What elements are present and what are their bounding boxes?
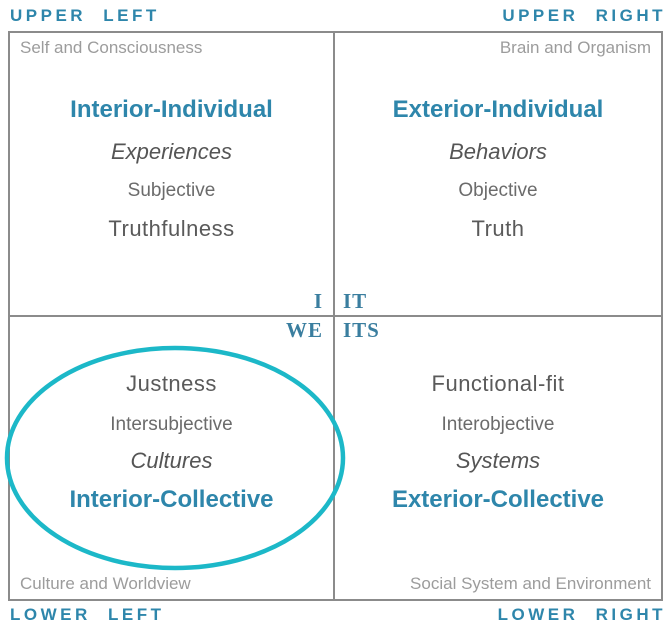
- quadrant-note-upper-right: Brain and Organism: [499, 38, 651, 57]
- quadrant-emphasis-lower-left: Cultures: [130, 448, 213, 473]
- quadrant-validity-lower-right: Functional-fit: [431, 371, 565, 396]
- quadrant-note-lower-right: Social System and Environment: [410, 574, 651, 593]
- pronoun-it: IT: [343, 289, 368, 313]
- quadrant-mode-lower-left: Intersubjective: [110, 414, 233, 435]
- label-upper-right: UPPER RIGHT: [502, 6, 666, 25]
- quadrant-lower-left: WE Justness Intersubjective Cultures Int…: [10, 317, 335, 599]
- label-upper-left: UPPER LEFT: [10, 6, 160, 25]
- quadrant-validity-lower-left: Justness: [126, 371, 217, 396]
- label-lower-right: LOWER RIGHT: [497, 605, 666, 624]
- quadrant-title-upper-right: Exterior-Individual: [392, 96, 604, 123]
- quadrant-validity-upper-right: Truth: [471, 216, 525, 241]
- quadrant-emphasis-upper-left: Experiences: [110, 139, 233, 164]
- quadrant-title-upper-left: Interior-Individual: [70, 96, 273, 123]
- quadrant-mode-upper-right: Objective: [458, 180, 538, 201]
- quadrant-emphasis-upper-right: Behaviors: [449, 139, 547, 164]
- quadrant-upper-right: Brain and Organism Exterior-Individual B…: [335, 33, 661, 317]
- quadrant-note-upper-left: Self and Consciousness: [20, 38, 203, 57]
- quadrant-note-lower-left: Culture and Worldview: [20, 574, 191, 593]
- label-lower-left: LOWER LEFT: [10, 605, 165, 624]
- pronoun-i: I: [313, 289, 323, 313]
- quadrant-validity-upper-left: Truthfulness: [108, 216, 235, 241]
- pronoun-we: WE: [285, 318, 323, 342]
- quadrant-lower-right: ITS Functional-fit Interobjective System…: [335, 317, 661, 599]
- quadrant-mode-upper-left: Subjective: [127, 180, 216, 201]
- quadrant-upper-left: Self and Consciousness Interior-Individu…: [10, 33, 335, 317]
- quadrant-grid: Self and Consciousness Interior-Individu…: [8, 31, 663, 601]
- quadrant-title-lower-right: Exterior-Collective: [391, 486, 605, 513]
- quadrant-mode-lower-right: Interobjective: [441, 414, 555, 435]
- quadrant-title-lower-left: Interior-Collective: [69, 486, 274, 513]
- quadrant-emphasis-lower-right: Systems: [455, 448, 541, 473]
- pronoun-its: ITS: [343, 318, 380, 342]
